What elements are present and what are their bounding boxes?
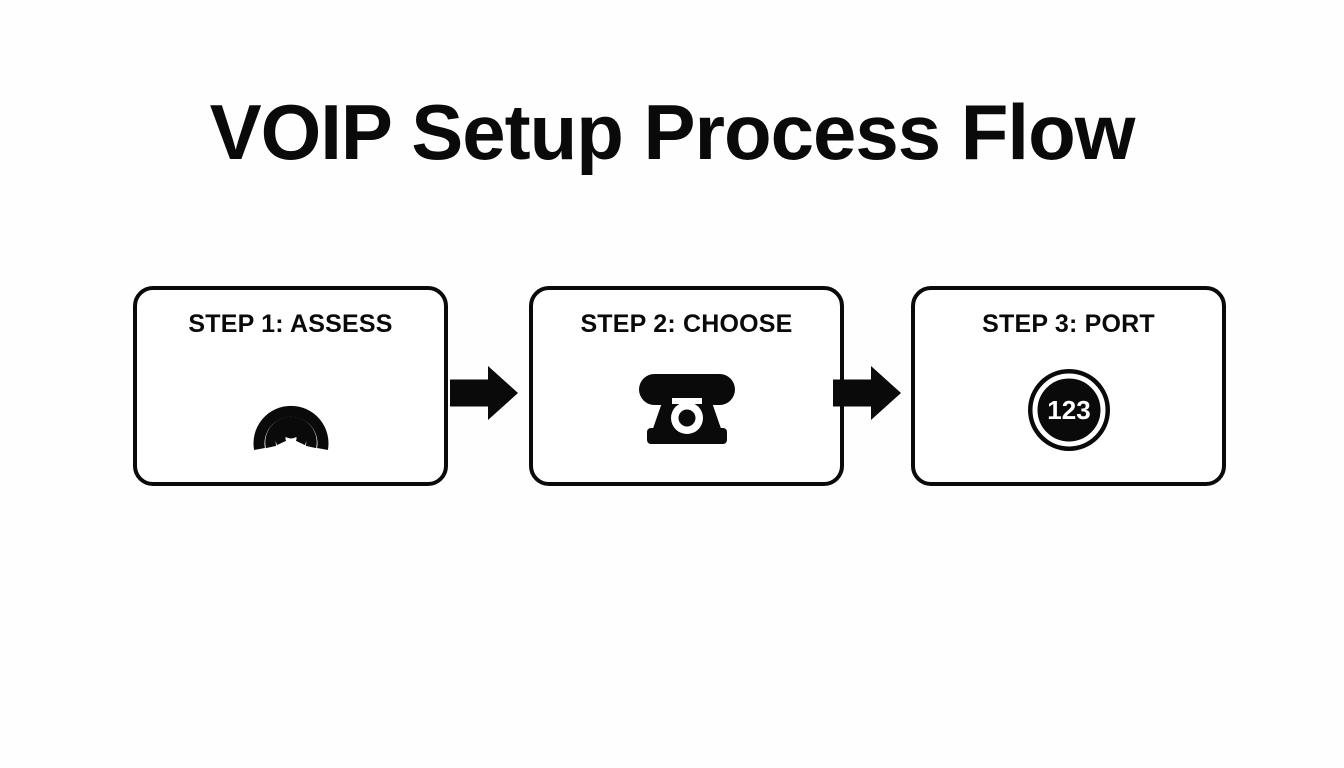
process-flow-row: STEP 1: ASSESS STEP 2: CHOOSE (133, 286, 1226, 486)
number-badge-text: 123 (1047, 395, 1090, 425)
signal-waves-icon (235, 364, 347, 456)
step-card-3[interactable]: STEP 3: PORT 123 (911, 286, 1226, 486)
arrow-right-icon (450, 366, 518, 420)
step-card-2[interactable]: STEP 2: CHOOSE (529, 286, 844, 486)
number-badge-icon: 123 (1013, 364, 1125, 456)
rotary-telephone-icon (631, 364, 743, 456)
step-card-1-label: STEP 1: ASSESS (188, 310, 393, 338)
step-card-1[interactable]: STEP 1: ASSESS (133, 286, 448, 486)
arrow-right-icon (833, 366, 901, 420)
step-card-2-label: STEP 2: CHOOSE (580, 310, 793, 338)
step-card-3-label: STEP 3: PORT (982, 310, 1155, 338)
page-title: VOIP Setup Process Flow (209, 88, 1136, 176)
